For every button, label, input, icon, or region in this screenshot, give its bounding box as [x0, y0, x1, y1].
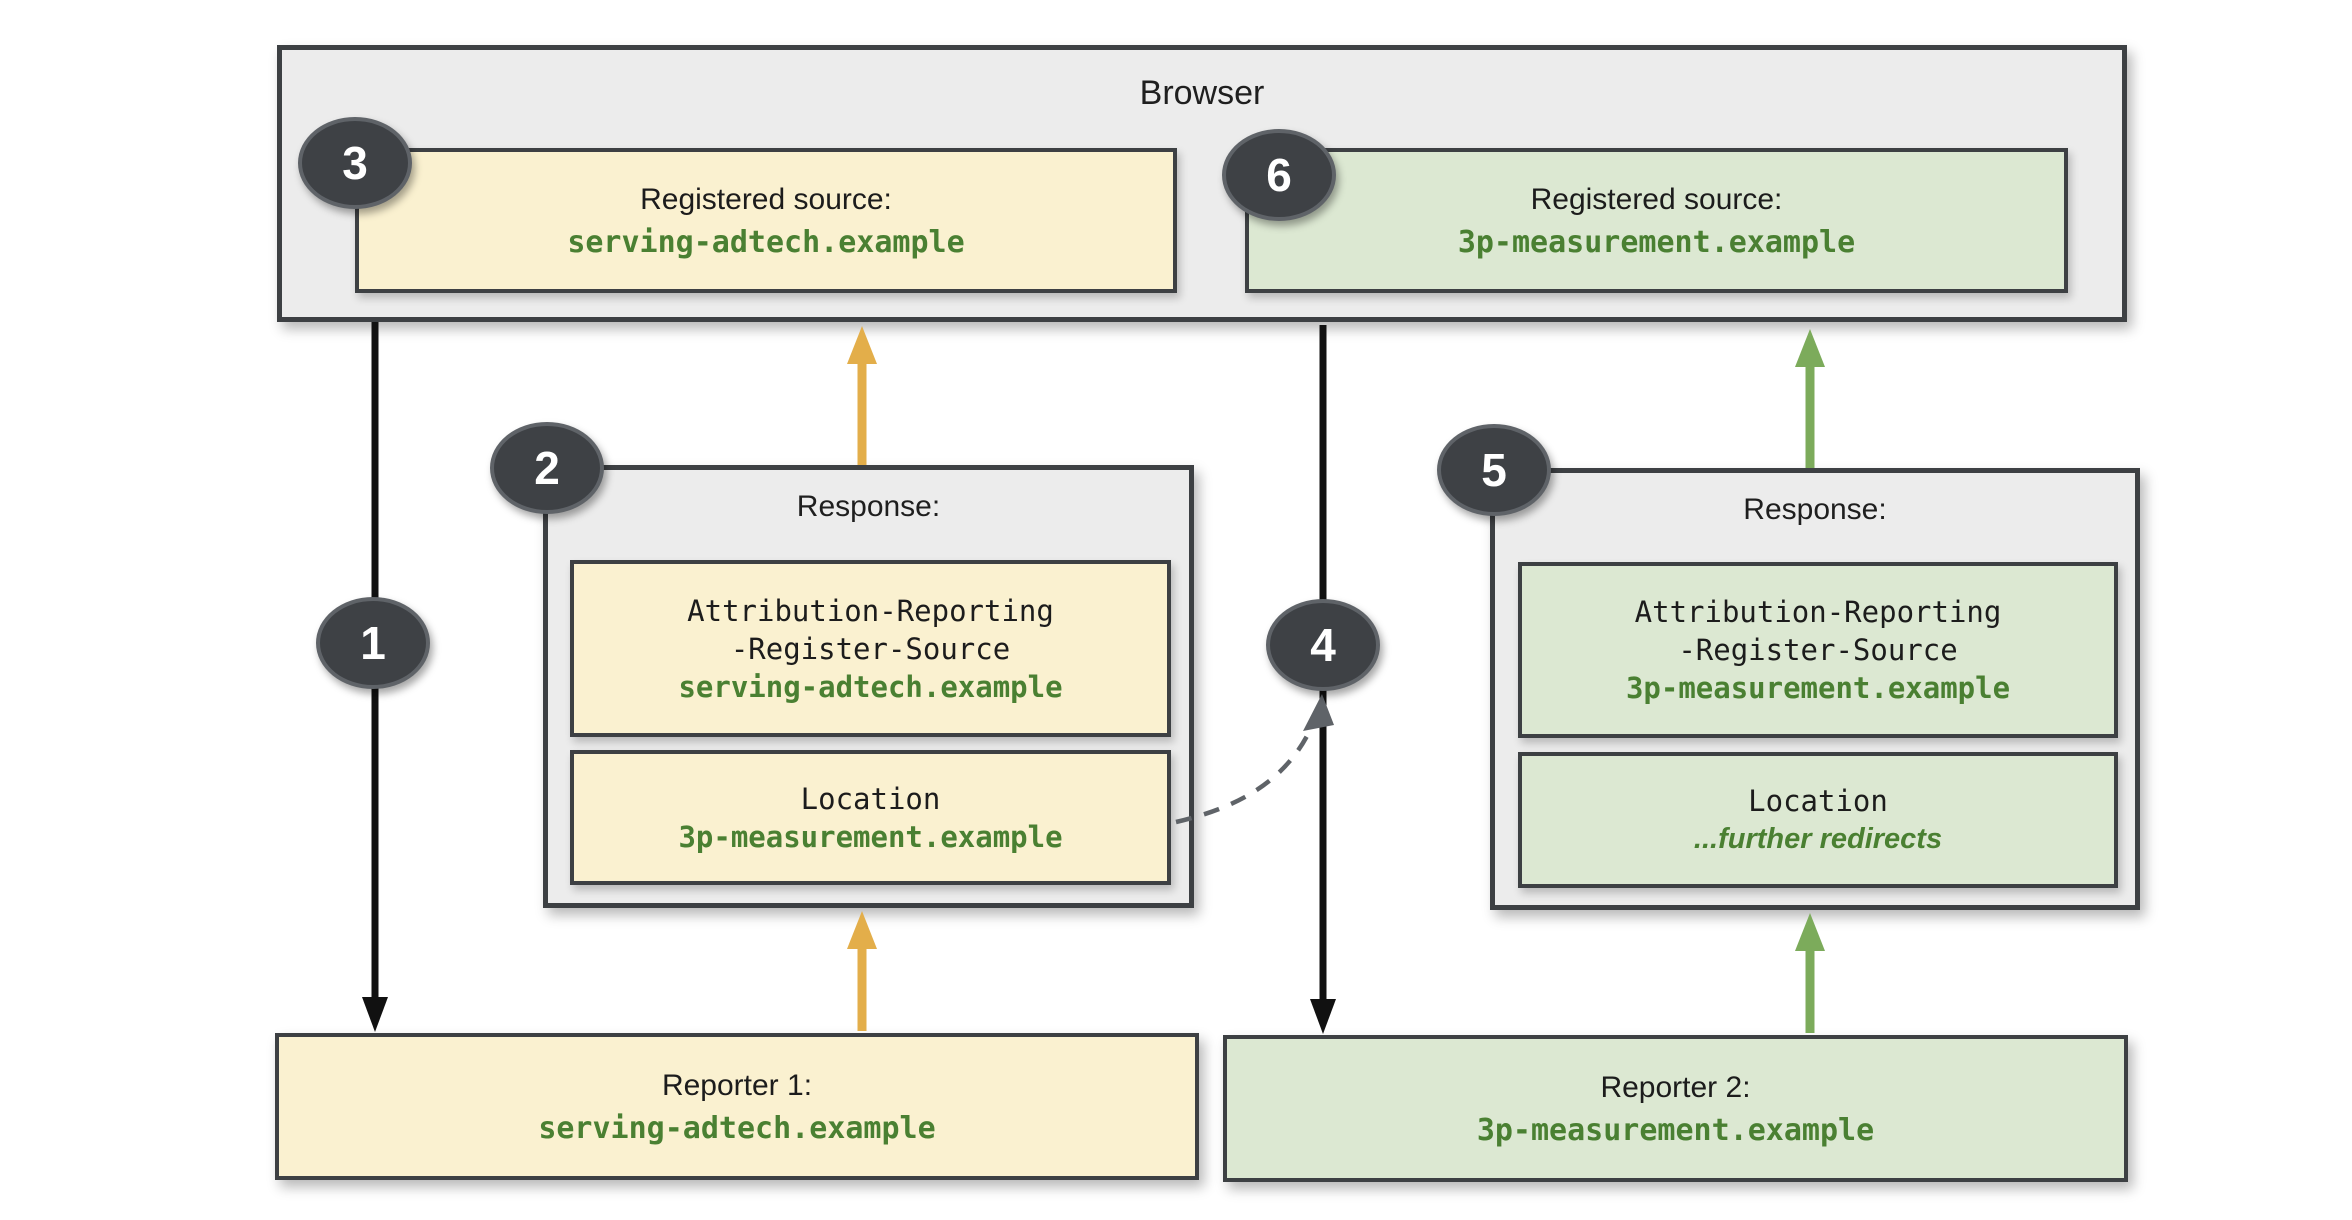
- arrow-location-redirect-to-step4: [1175, 694, 1334, 825]
- registered-source-domain: 3p-measurement.example: [1457, 224, 1856, 260]
- reporter-domain: serving-adtech.example: [538, 1110, 936, 1146]
- header-name-line1: Location: [1748, 784, 1888, 818]
- response-box-1: Response: Attribution-Reporting -Registe…: [543, 465, 1194, 908]
- step-badge-1: 1: [316, 597, 430, 689]
- step-badge-5: 5: [1437, 424, 1551, 516]
- arrow-reporter2-to-response2: [1795, 913, 1825, 1033]
- header-value-further-redirects: ...further redirects: [1693, 823, 1943, 855]
- response-header-location: Location ...further redirects: [1518, 752, 2118, 888]
- header-name-line1: Attribution-Reporting: [687, 593, 1054, 628]
- reporter-domain: 3p-measurement.example: [1476, 1112, 1875, 1148]
- registered-source-box-serving-adtech: Registered source: serving-adtech.exampl…: [355, 148, 1177, 293]
- header-name-line1: Attribution-Reporting: [1634, 595, 2002, 629]
- registered-source-label: Registered source:: [640, 182, 892, 216]
- reporter-label: Reporter 1:: [661, 1068, 813, 1102]
- header-value: serving-adtech.example: [678, 669, 1063, 704]
- arrow-response2-to-browser: [1795, 329, 1825, 468]
- step-badge-4: 4: [1266, 599, 1380, 691]
- header-value: 3p-measurement.example: [678, 819, 1063, 854]
- header-name-line1: Location: [800, 781, 941, 816]
- registered-source-domain: serving-adtech.example: [567, 224, 965, 260]
- response-title: Response:: [796, 490, 941, 523]
- browser-title: Browser: [1139, 74, 1265, 112]
- header-name-line2: -Register-Source: [730, 631, 1011, 666]
- registered-source-label: Registered source:: [1530, 182, 1783, 216]
- registered-source-box-3p-measurement: Registered source: 3p-measurement.exampl…: [1245, 148, 2068, 293]
- reporter-1-box: Reporter 1: serving-adtech.example: [275, 1033, 1199, 1180]
- header-value: 3p-measurement.example: [1625, 671, 2011, 705]
- step-badge-3: 3: [298, 117, 412, 209]
- response-title: Response:: [1743, 493, 1887, 526]
- response-header-attribution-reporting: Attribution-Reporting -Register-Source s…: [570, 560, 1171, 737]
- reporter-label: Reporter 2:: [1600, 1070, 1751, 1104]
- response-header-attribution-reporting: Attribution-Reporting -Register-Source 3…: [1518, 562, 2118, 738]
- step-badge-6: 6: [1222, 129, 1336, 221]
- response-box-2: Response: Attribution-Reporting -Registe…: [1490, 468, 2140, 910]
- header-name-line2: -Register-Source: [1678, 633, 1958, 667]
- arrow-response1-to-browser: [847, 326, 877, 465]
- step-badge-2: 2: [490, 422, 604, 514]
- response-header-location: Location 3p-measurement.example: [570, 750, 1171, 885]
- arrow-reporter1-to-response1: [847, 911, 877, 1031]
- reporter-2-box: Reporter 2: 3p-measurement.example: [1223, 1035, 2128, 1182]
- browser-box: Browser Registered source: serving-adtec…: [277, 45, 2127, 322]
